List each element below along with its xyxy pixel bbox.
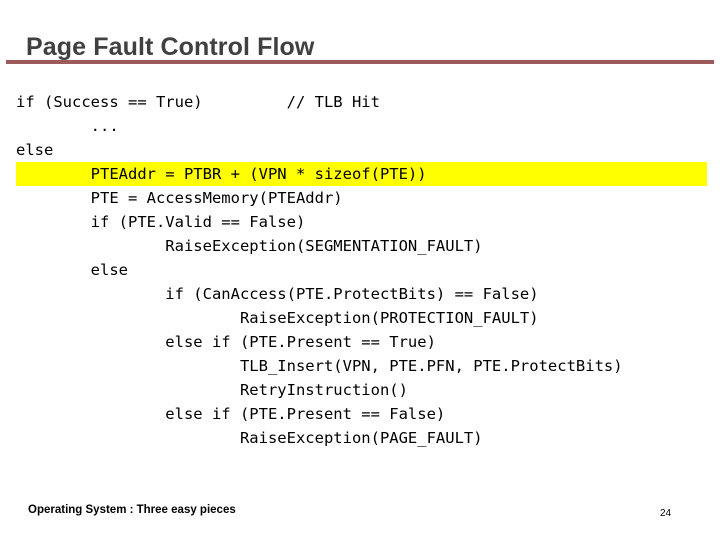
code-line: else [16, 138, 720, 162]
code-line-text: RetryInstruction() [16, 381, 408, 399]
code-block: if (Success == True) // TLB Hit ... else … [16, 90, 720, 450]
code-line-text: RaiseException(SEGMENTATION_FAULT) [16, 237, 483, 255]
code-line: RaiseException(PROTECTION_FAULT) [16, 306, 720, 330]
code-line-text: RaiseException(PAGE_FAULT) [16, 429, 483, 447]
code-line: else [16, 258, 720, 282]
code-line: if (CanAccess(PTE.ProtectBits) == False) [16, 282, 720, 306]
code-line: TLB_Insert(VPN, PTE.PFN, PTE.ProtectBits… [16, 354, 720, 378]
code-line: if (PTE.Valid == False) [16, 210, 720, 234]
code-line: else if (PTE.Present == False) [16, 402, 720, 426]
page-title: Page Fault Control Flow [26, 32, 315, 61]
code-line: if (Success == True) // TLB Hit [16, 90, 720, 114]
code-line-text: else [16, 261, 128, 279]
code-line: else if (PTE.Present == True) [16, 330, 720, 354]
page-number: 24 [660, 508, 672, 519]
code-line-text: if (PTE.Valid == False) [16, 213, 306, 231]
code-line: RaiseException(PAGE_FAULT) [16, 426, 720, 450]
code-line: ... [16, 114, 720, 138]
code-line: RaiseException(SEGMENTATION_FAULT) [16, 234, 720, 258]
title-divider [6, 60, 714, 64]
footer-text: Operating System : Three easy pieces [28, 504, 236, 516]
code-line-text: else if (PTE.Present == True) [16, 333, 436, 351]
code-line-text: ... [16, 117, 119, 135]
code-line-text: PTE = AccessMemory(PTEAddr) [16, 189, 343, 207]
code-line-text: RaiseException(PROTECTION_FAULT) [16, 309, 539, 327]
code-line-text: if (Success == True) // TLB Hit [16, 93, 380, 111]
code-line-text: PTEAddr = PTBR + (VPN * sizeof(PTE)) [16, 165, 427, 183]
code-line-text: if (CanAccess(PTE.ProtectBits) == False) [16, 285, 539, 303]
code-line-highlighted: PTEAddr = PTBR + (VPN * sizeof(PTE)) [16, 162, 707, 186]
code-line-text: else if (PTE.Present == False) [16, 405, 446, 423]
code-line-text: else [16, 141, 54, 159]
code-line-text: TLB_Insert(VPN, PTE.PFN, PTE.ProtectBits… [16, 357, 623, 375]
code-line: RetryInstruction() [16, 378, 720, 402]
code-line: PTE = AccessMemory(PTEAddr) [16, 186, 720, 210]
